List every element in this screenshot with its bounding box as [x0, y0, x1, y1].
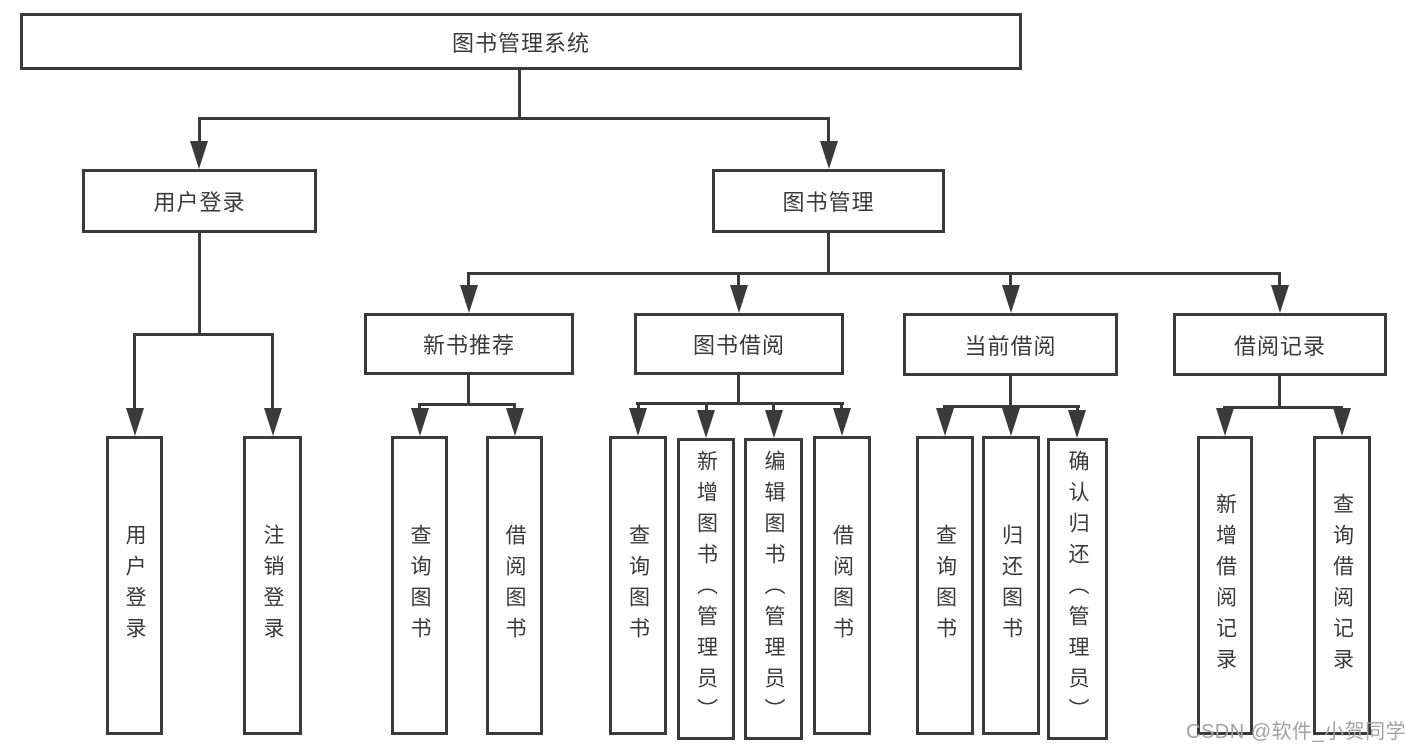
connector-line	[1076, 405, 1079, 411]
leaf-confirm-return-admin-label: 确认归还（管理员）	[1066, 449, 1089, 729]
node-book-management: 图书管理	[712, 169, 945, 233]
leaf-recommend-query-books: 查询图书	[391, 436, 448, 735]
arrowhead-icon	[1216, 408, 1234, 436]
arrowhead-icon	[1002, 285, 1020, 313]
leaf-return-books: 归还图书	[982, 436, 1040, 735]
connector-line	[467, 375, 470, 405]
node-library-system: 图书管理系统	[20, 13, 1022, 70]
leaf-add-books-admin: 新增图书（管理员）	[677, 438, 735, 740]
arrowhead-icon	[1271, 285, 1289, 313]
node-current-borrowing-label: 当前借阅	[964, 333, 1057, 359]
leaf-logout-label: 注销登录	[261, 523, 284, 648]
node-borrowing-records: 借阅记录	[1173, 313, 1387, 376]
connector-line	[737, 272, 740, 287]
node-user-login-group-label: 用户登录	[153, 190, 246, 215]
node-book-borrowing-label: 图书借阅	[692, 333, 785, 358]
leaf-current-query-books-label: 查询图书	[933, 523, 957, 648]
arrowhead-icon	[126, 408, 144, 436]
connector-line	[418, 403, 516, 406]
leaf-recommend-borrow-books: 借阅图书	[486, 436, 543, 735]
leaf-borrowing-query-books: 查询图书	[609, 436, 667, 735]
connector-line	[271, 333, 274, 409]
arrowhead-icon	[833, 408, 851, 436]
leaf-user-login-label: 用户登录	[123, 523, 146, 648]
leaf-query-borrow-record: 查询借阅记录	[1313, 436, 1371, 735]
connector-line	[943, 405, 1080, 408]
leaf-confirm-return-admin: 确认归还（管理员）	[1047, 438, 1108, 740]
arrowhead-icon	[190, 141, 208, 169]
leaf-recommend-borrow-books-label: 借阅图书	[503, 523, 526, 648]
leaf-borrowing-borrow-books-label: 借阅图书	[830, 523, 854, 648]
leaf-add-borrow-record-label: 新增借阅记录	[1213, 492, 1237, 679]
connector-line	[198, 117, 201, 143]
arrowhead-icon	[1002, 408, 1020, 436]
arrowhead-icon	[460, 285, 478, 313]
connector-line	[737, 375, 740, 403]
connector-line	[518, 70, 521, 118]
leaf-borrowing-borrow-books: 借阅图书	[813, 436, 871, 735]
arrowhead-icon	[1333, 408, 1351, 436]
connector-line	[636, 402, 844, 405]
node-current-borrowing: 当前借阅	[903, 313, 1118, 376]
leaf-current-query-books: 查询图书	[916, 436, 974, 735]
connector-line	[840, 402, 843, 410]
arrowhead-icon	[765, 410, 783, 438]
arrowhead-icon	[411, 408, 429, 436]
connector-line	[418, 403, 421, 411]
connector-line	[467, 272, 470, 287]
arrowhead-icon	[1068, 410, 1086, 438]
leaf-add-books-admin-label: 新增图书（管理员）	[694, 449, 718, 729]
arrowhead-icon	[730, 285, 748, 313]
arrowhead-icon	[820, 141, 838, 169]
connector-line	[1278, 376, 1281, 406]
connector-line	[1223, 406, 1343, 409]
connector-line	[827, 117, 830, 143]
connector-line	[827, 233, 830, 274]
leaf-add-borrow-record: 新增借阅记录	[1197, 436, 1253, 735]
leaf-recommend-query-books-label: 查询图书	[408, 523, 431, 648]
node-user-login-group: 用户登录	[82, 169, 317, 233]
node-new-book-recommend-label: 新书推荐	[422, 333, 515, 358]
leaf-query-borrow-record-label: 查询借阅记录	[1330, 492, 1354, 679]
arrowhead-icon	[264, 408, 282, 436]
node-borrowing-records-label: 借阅记录	[1233, 333, 1326, 359]
connector-line	[198, 117, 830, 120]
node-book-borrowing: 图书借阅	[634, 313, 844, 375]
connector-line	[1278, 272, 1281, 287]
csdn-watermark: CSDN @软件_小贺同学	[1186, 721, 1405, 743]
connector-line	[1009, 376, 1012, 405]
leaf-edit-books-admin-label: 编辑图书（管理员）	[762, 449, 785, 729]
node-library-system-label: 图书管理系统	[451, 30, 590, 56]
arrowhead-icon	[506, 408, 524, 436]
node-new-book-recommend: 新书推荐	[364, 313, 574, 375]
arrowhead-icon	[697, 410, 715, 438]
connector-line	[133, 333, 136, 409]
leaf-return-books-label: 归还图书	[999, 523, 1023, 648]
arrowhead-icon	[936, 408, 954, 436]
connector-line	[772, 402, 775, 410]
connector-line	[1009, 272, 1012, 287]
connector-line	[467, 272, 1281, 275]
leaf-user-login: 用户登录	[106, 436, 163, 735]
arrowhead-icon	[629, 408, 647, 436]
connector-line	[705, 402, 708, 410]
leaf-logout: 注销登录	[243, 436, 302, 735]
connector-line	[133, 333, 274, 336]
connector-line	[198, 233, 201, 335]
leaf-edit-books-admin: 编辑图书（管理员）	[744, 438, 803, 740]
connector-line	[513, 403, 516, 411]
connector-line	[637, 402, 640, 410]
node-book-management-label: 图书管理	[782, 190, 875, 215]
leaf-borrowing-query-books-label: 查询图书	[626, 523, 650, 648]
